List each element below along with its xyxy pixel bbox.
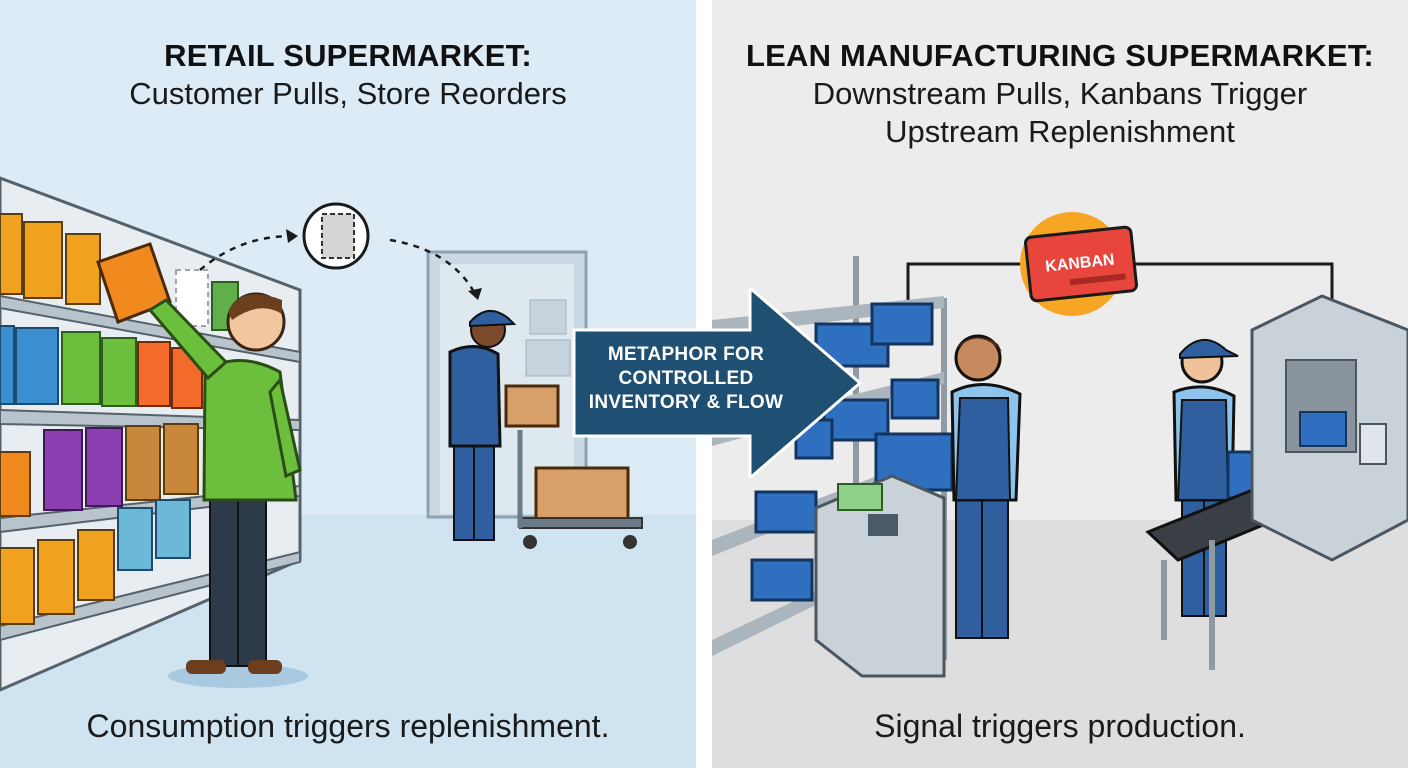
right-panel-title: LEAN MANUFACTURING SUPERMARKET: [746, 38, 1374, 73]
metaphor-arrow [572, 288, 862, 478]
metaphor-line-2: CONTROLLED [618, 368, 754, 389]
empty-slot-icon [321, 213, 355, 259]
retail-scene-illustration [0, 176, 696, 768]
right-panel-subtitle-line1: Downstream Pulls, Kanbans Trigger [812, 76, 1308, 111]
right-panel-caption: Signal triggers production. [874, 708, 1246, 744]
metaphor-line-3: INVENTORY & FLOW [588, 392, 784, 413]
left-panel-title: RETAIL SUPERMARKET: [164, 38, 532, 73]
shopper-figure [147, 292, 308, 688]
manufacturing-scene-illustration [712, 212, 1408, 768]
store-stocker-figure [448, 310, 560, 541]
production-machine [1250, 294, 1408, 562]
kanban-terminal [814, 474, 946, 678]
left-panel-subtitle: Customer Pulls, Store Reorders [129, 76, 567, 111]
material-handler-figure [950, 334, 1022, 639]
metaphor-line-1: METAPHOR FOR [607, 344, 765, 365]
metaphor-arrow-text: METAPHOR FOR CONTROLLED INVENTORY & FLOW [580, 343, 792, 415]
retail-supermarket-panel: RETAIL SUPERMARKET: Customer Pulls, Stor… [0, 0, 696, 768]
right-panel-subtitle-line2: Upstream Replenishment [885, 114, 1235, 149]
left-panel-caption: Consumption triggers replenishment. [86, 708, 610, 744]
hand-cart [517, 430, 643, 549]
kanban-card-icon [1024, 225, 1138, 303]
